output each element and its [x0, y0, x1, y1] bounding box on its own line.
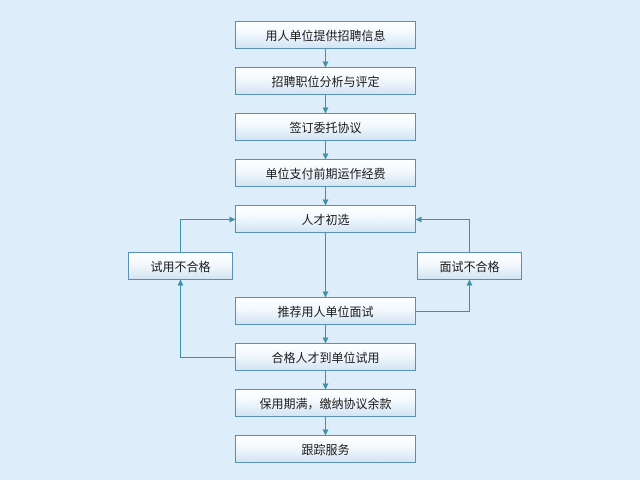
- step-label: 招聘职位分析与评定: [271, 74, 380, 89]
- branch-trial-failed: 试用不合格: [128, 252, 233, 280]
- step-label: 合格人才到单位试用: [271, 350, 380, 365]
- step-label: 保用期满，缴纳协议余款: [259, 396, 392, 411]
- branch-label: 试用不合格: [150, 259, 211, 274]
- step-label: 人才初选: [301, 212, 350, 227]
- branch-label: 面试不合格: [439, 259, 500, 274]
- step-pay-remaining-fee: 保用期满，缴纳协议余款: [235, 389, 416, 417]
- connector-interview-to-right: [416, 279, 473, 312]
- step-follow-up-service: 跟踪服务: [235, 435, 416, 463]
- step-recommend-interview: 推荐用人单位面试: [235, 297, 416, 325]
- step-label: 用人单位提供招聘信息: [265, 28, 386, 43]
- step-trial-employment: 合格人才到单位试用: [235, 343, 416, 371]
- step-pay-initial-fee: 单位支付前期运作经费: [235, 159, 416, 187]
- step-position-analysis: 招聘职位分析与评定: [235, 67, 416, 95]
- branch-interview-failed: 面试不合格: [417, 252, 522, 280]
- step-sign-agreement: 签订委托协议: [235, 113, 416, 141]
- step-label: 签订委托协议: [289, 120, 362, 135]
- step-label: 单位支付前期运作经费: [265, 166, 386, 181]
- connector-right-to-selection: [415, 216, 470, 252]
- step-preliminary-selection: 人才初选: [235, 205, 416, 233]
- connector-trial-to-left: [177, 279, 235, 358]
- connector-left-to-selection: [180, 216, 236, 252]
- step-label: 推荐用人单位面试: [277, 304, 374, 319]
- step-provide-recruitment-info: 用人单位提供招聘信息: [235, 21, 416, 49]
- step-label: 跟踪服务: [301, 442, 350, 457]
